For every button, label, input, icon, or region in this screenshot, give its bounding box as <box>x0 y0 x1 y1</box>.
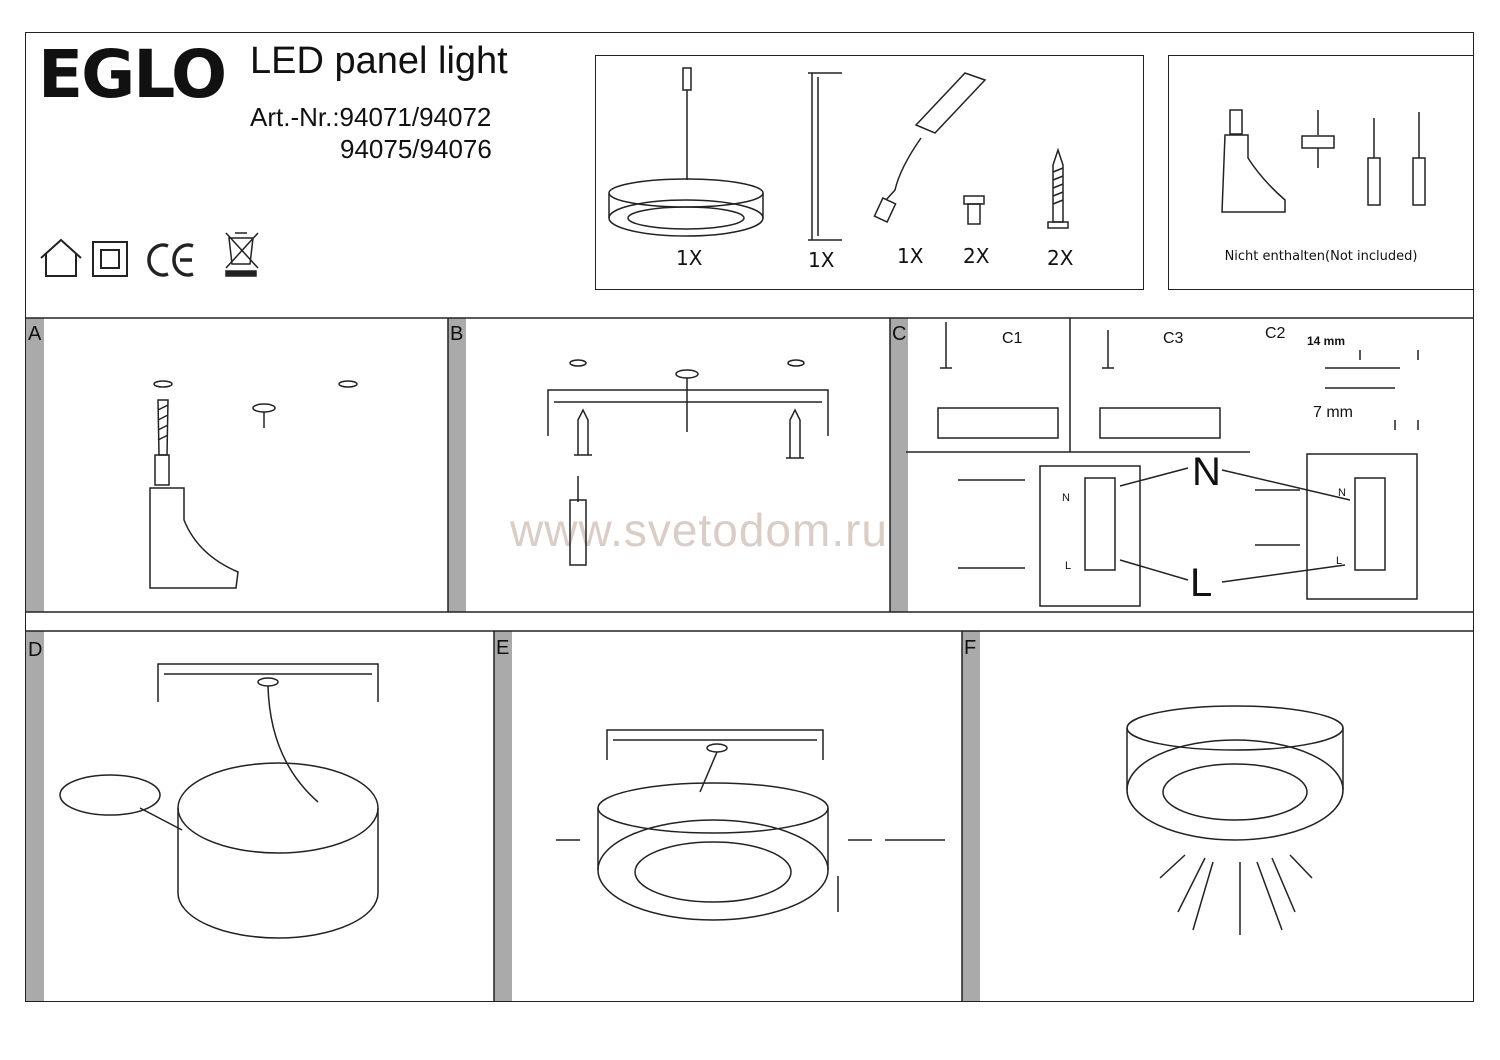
step-a-drawing <box>149 380 358 589</box>
terminal-l-small-1: L <box>1065 560 1072 572</box>
terminal-n-label: N <box>1192 450 1221 494</box>
section-dividers <box>25 317 1474 1001</box>
strip-length-outer: 14 mm <box>1307 334 1346 348</box>
watermark: www.svetodom.ru <box>510 504 889 556</box>
step-c-label: C <box>892 323 907 345</box>
terminal-n-small-2: N <box>1338 487 1346 499</box>
flat-screwdriver-icon <box>1367 118 1381 206</box>
step-c-bar <box>890 318 908 612</box>
step-c-drawing <box>937 322 1419 607</box>
contents-box <box>595 55 1144 290</box>
ce-mark-icon <box>147 243 194 277</box>
step-f-bar <box>962 631 980 1001</box>
qty-panel: 1X <box>676 246 703 270</box>
step-e-drawing <box>556 729 945 921</box>
strip-length-inner: 7 mm <box>1313 404 1353 421</box>
step-e-label: E <box>496 637 510 659</box>
step-e-bar <box>494 631 512 1001</box>
outer-frame <box>25 32 1474 1002</box>
screw-long-drawing <box>1047 147 1069 229</box>
brand-logo: EGLO <box>38 36 227 113</box>
qty-driver: 1X <box>897 244 924 268</box>
step-a-label: A <box>28 323 42 345</box>
weee-crossed-bin-icon <box>225 232 259 277</box>
article-number-line1: Art.-Nr.:94071/94072 <box>250 102 492 132</box>
step-d-label: D <box>28 639 43 661</box>
qty-screws-small: 2X <box>963 244 990 268</box>
wall-plug-icon <box>1301 110 1335 168</box>
qty-screws-long: 2X <box>1047 246 1074 270</box>
step-f-drawing <box>1126 705 1344 935</box>
phillips-screwdriver-icon <box>1412 112 1426 206</box>
substep-c1-label: C1 <box>1002 330 1023 347</box>
terminal-l-small-2: L <box>1336 555 1343 567</box>
article-number-line2: 94075/94076 <box>340 134 492 164</box>
step-b-bar <box>448 318 466 612</box>
class-ii-double-square-icon <box>92 241 128 277</box>
qty-bracket: 1X <box>808 248 835 272</box>
step-b-drawing <box>547 359 829 566</box>
mounting-bracket-drawing <box>808 72 842 241</box>
substep-c2-label: C2 <box>1265 325 1286 342</box>
step-b-label: B <box>450 323 464 345</box>
indoor-house-icon <box>40 238 82 277</box>
tools-box <box>1168 55 1474 290</box>
drill-icon <box>1221 109 1286 213</box>
step-a-bar <box>26 318 44 612</box>
terminal-l-label: L <box>1190 561 1213 605</box>
step-d-bar <box>26 631 44 1001</box>
step-f-label: F <box>964 637 977 659</box>
panel-light-drawing <box>608 67 764 237</box>
product-title: LED panel light <box>250 40 508 82</box>
step-d-drawing <box>59 663 379 939</box>
led-driver-drawing <box>873 72 987 224</box>
not-included-label: Nicht enthalten(Not included) <box>1224 249 1418 264</box>
screw-small-drawing <box>963 195 985 225</box>
substep-c3-label: C3 <box>1163 330 1184 347</box>
terminal-n-small-1: N <box>1062 492 1070 504</box>
